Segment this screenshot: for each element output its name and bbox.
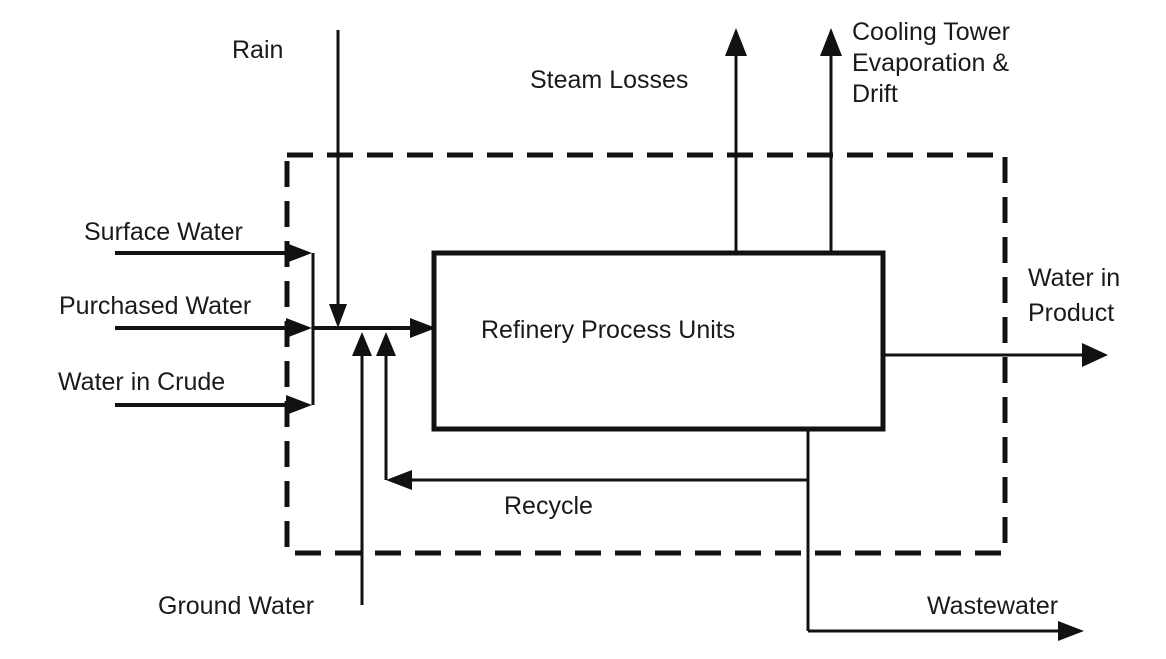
recycle-flow	[376, 332, 808, 490]
wastewater-label: Wastewater	[927, 592, 1058, 620]
steam-losses-label: Steam Losses	[530, 66, 688, 94]
process-box	[431, 250, 886, 432]
rain-flow	[329, 30, 347, 328]
cooling-tower-flow	[820, 28, 842, 253]
process-box-label: Refinery Process Units	[481, 316, 735, 344]
purchased-water-label: Purchased Water	[59, 292, 251, 320]
purchased-water-flow	[115, 318, 312, 338]
ground-water-flow	[352, 332, 372, 605]
recycle-label: Recycle	[504, 492, 593, 520]
cooling-tower-line3: Drift	[852, 80, 898, 108]
ground-water-label: Ground Water	[158, 592, 314, 620]
water-in-product-label: Water in Product	[1028, 264, 1127, 327]
water-in-crude-flow	[115, 395, 312, 415]
cooling-tower-line2: Evaporation &	[852, 49, 1009, 77]
surface-water-label: Surface Water	[84, 218, 243, 246]
wastewater-flow	[806, 429, 1084, 641]
water-in-product-line2: Product	[1028, 299, 1114, 327]
steam-losses-flow	[725, 28, 747, 253]
cooling-tower-line1: Cooling Tower	[852, 18, 1010, 46]
water-in-crude-label: Water in Crude	[58, 368, 225, 396]
water-in-product-line1: Water in	[1028, 264, 1120, 292]
cooling-tower-label: Cooling Tower Evaporation & Drift	[852, 18, 1017, 108]
water-in-product-flow	[883, 343, 1108, 367]
surface-water-flow	[115, 243, 312, 263]
rain-label: Rain	[232, 36, 283, 64]
combined-feed-flow	[311, 253, 436, 405]
